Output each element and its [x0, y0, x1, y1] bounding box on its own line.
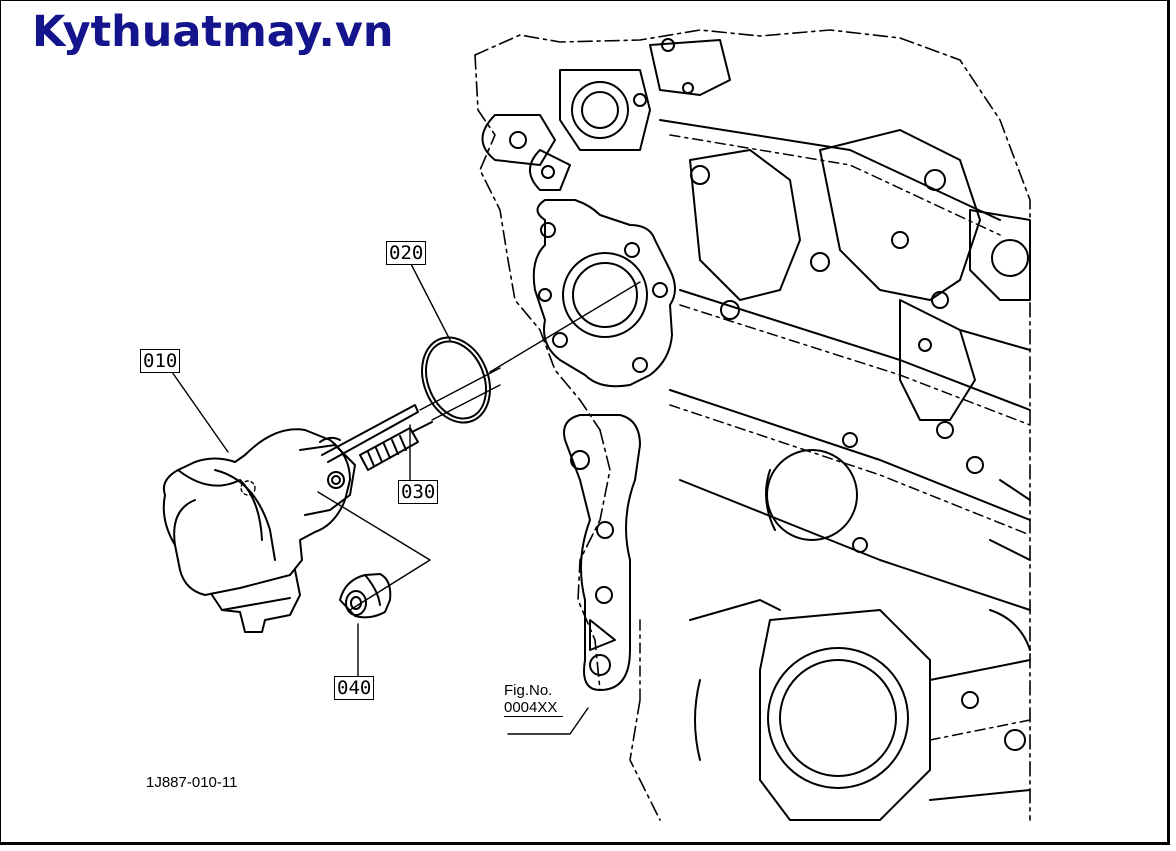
leader-lines: [171, 261, 641, 735]
callout-030: 030: [398, 480, 439, 504]
figure-reference: Fig.No. 0004XX: [504, 682, 564, 717]
callout-040: 040: [334, 676, 375, 700]
brand-logo-text: Kythuatmay.vn: [32, 7, 394, 57]
stud-bolt-030: [359, 421, 433, 471]
figure-reference-number: 0004XX: [504, 699, 564, 717]
figure-reference-label: Fig.No.: [504, 682, 553, 699]
nut-040: [339, 573, 392, 619]
pressure-control-valve-010: [162, 404, 419, 633]
callout-010: 010: [140, 349, 181, 373]
callout-020: 020: [386, 241, 427, 265]
drawing-code: 1J887-010-11: [146, 774, 238, 791]
engine-housing: [474, 29, 1031, 821]
o-ring-020: [421, 336, 491, 424]
